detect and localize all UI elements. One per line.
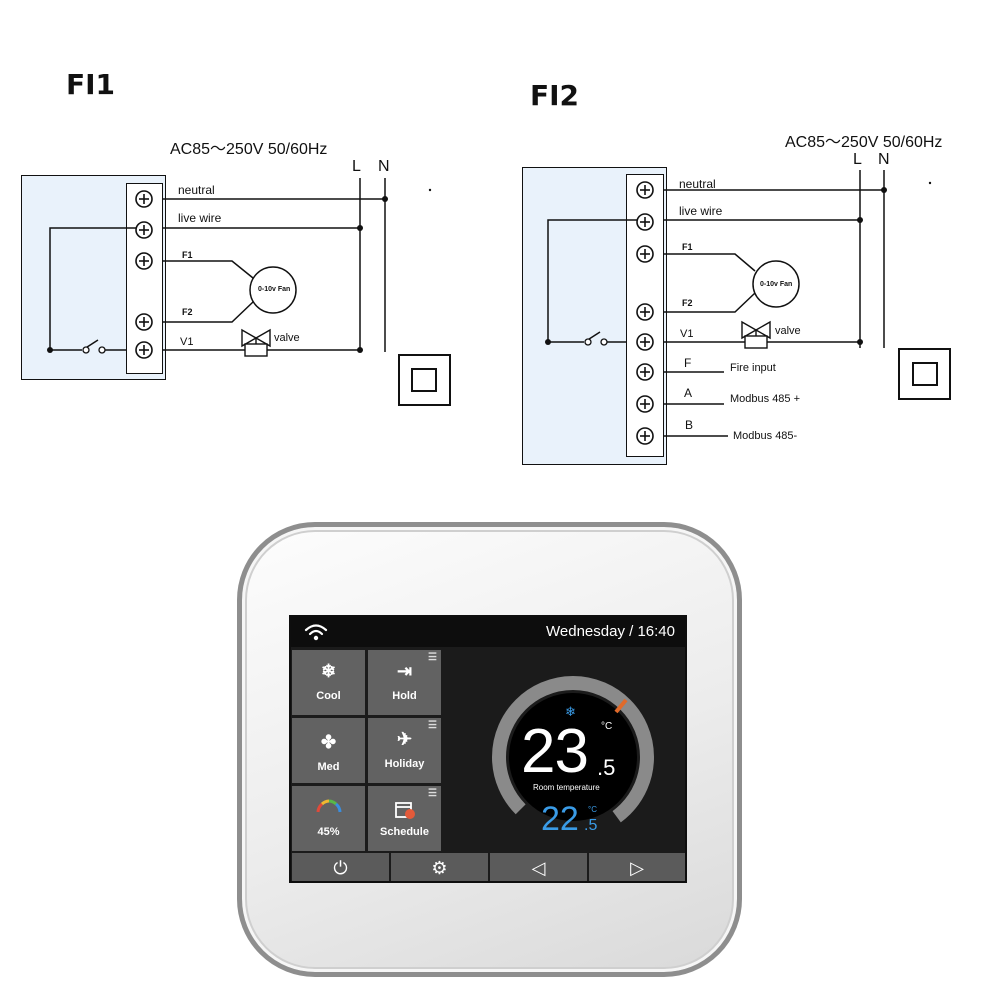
wifi-icon [303, 621, 329, 648]
fi1-f1-label: F1 [182, 250, 193, 260]
calendar-icon [368, 800, 441, 823]
fan-speed-tile[interactable]: ✤ Med [292, 718, 365, 783]
fi2-valve-label: valve [775, 325, 801, 337]
fi2-fan-label: 0-10v Fan [760, 281, 793, 288]
room-temperature-decimal: .5 [597, 755, 616, 780]
thermostat-screen: Wednesday / 16:40 ❄ Cool ☰ ⇥ Hold ✤ Med … [289, 615, 687, 883]
fi2-a-label: A [684, 386, 693, 400]
humidity-tile[interactable]: 45% [292, 786, 365, 851]
fi2-line-n: N [878, 151, 890, 168]
power-button[interactable]: ⏻ [292, 853, 389, 881]
menu-list-icon: ☰ [428, 720, 437, 731]
fi1-valve-symbol [241, 328, 271, 357]
left-arrow-icon: ◁ [531, 858, 546, 878]
room-temperature-unit: °C [601, 721, 613, 732]
fi1-line-l: L [352, 158, 361, 175]
fi2-fan-symbol [752, 260, 800, 308]
snowflake-icon: ❄ [320, 661, 337, 681]
set-temperature-unit: °C [588, 805, 597, 814]
fan-speed-label: Med [317, 761, 340, 773]
temperature-dial[interactable] [488, 672, 658, 842]
fi2-supply-label: AC85～250V 50/60Hz [785, 134, 943, 151]
fi1-fan-label: 0-10v Fan [258, 286, 291, 293]
humidity-gauge-icon [292, 798, 365, 817]
door-enter-icon: ⇥ [396, 661, 413, 681]
fi2-v1-label: V1 [680, 328, 694, 340]
date-time-display: Wednesday / 16:40 [546, 623, 675, 640]
fi1-fan-symbol [249, 266, 297, 314]
fi1-valve-label: valve [274, 332, 300, 344]
settings-button[interactable]: ⚙ [391, 853, 488, 881]
mode-cool-label: Cool [316, 690, 341, 702]
room-temperature-integer: 23 [521, 717, 589, 786]
power-icon: ⏻ [333, 858, 348, 878]
airplane-icon: ✈ [396, 729, 413, 749]
fi2-neutral-label: neutral [679, 177, 716, 191]
hold-tile[interactable]: ☰ ⇥ Hold [368, 650, 441, 715]
menu-list-icon: ☰ [428, 652, 437, 663]
previous-button[interactable]: ◁ [490, 853, 587, 881]
fi2-f-label: F [684, 356, 692, 370]
schedule-tile[interactable]: ☰ Schedule [368, 786, 441, 851]
fi1-title: FI1 [66, 68, 116, 101]
fi2-line-l: L [853, 151, 862, 168]
mode-cool-tile[interactable]: ❄ Cool [292, 650, 365, 715]
fi1-supply-label: AC85～250V 50/60Hz [170, 141, 328, 158]
fi2-b-label: B [685, 418, 694, 432]
set-temperature-integer: 22 [541, 800, 579, 838]
schedule-label: Schedule [380, 826, 429, 838]
fi2-valve-symbol [741, 320, 771, 349]
gear-icon: ⚙ [431, 858, 448, 878]
room-temperature-label: Room temperature [533, 783, 600, 792]
status-bar: Wednesday / 16:40 [291, 617, 685, 647]
menu-list-icon: ☰ [428, 788, 437, 799]
set-temperature-decimal: .5 [584, 817, 598, 834]
snowflake-icon: ❄ [565, 704, 576, 719]
fi2-modbus-minus-label: Modbus 485- [733, 430, 798, 442]
fi2-title: FI2 [530, 79, 580, 112]
fi1-live-wire-label: live wire [178, 211, 222, 225]
fi1-line-n: N [378, 158, 390, 175]
humidity-value: 45% [317, 826, 340, 838]
fi2-live-wire-label: live wire [679, 204, 723, 218]
fi1-remote-box [398, 354, 451, 406]
fi1-v1-label: V1 [180, 336, 194, 348]
fi1-f2-label: F2 [182, 307, 193, 317]
fan-icon: ✤ [320, 732, 337, 752]
fi2-fire-input-label: Fire input [730, 362, 776, 374]
fi2-f2-label: F2 [682, 298, 693, 308]
hold-label: Hold [392, 690, 417, 702]
fi2-f1-label: F1 [682, 242, 693, 252]
right-arrow-icon: ▷ [630, 858, 644, 878]
next-button[interactable]: ▷ [589, 853, 685, 881]
holiday-tile[interactable]: ☰ ✈ Holiday [368, 718, 441, 783]
fi1-neutral-label: neutral [178, 183, 215, 197]
holiday-label: Holiday [384, 758, 425, 770]
fi2-modbus-plus-label: Modbus 485 + [730, 393, 801, 405]
